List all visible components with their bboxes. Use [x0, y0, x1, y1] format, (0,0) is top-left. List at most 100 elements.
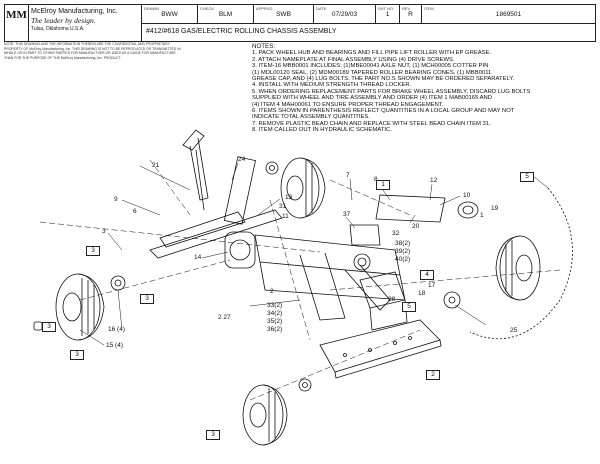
check-cell: CHECK BLM	[197, 5, 253, 23]
callout-7: 7	[346, 172, 350, 179]
note-box-3: 3	[140, 294, 154, 304]
callout-33: 33(2)	[267, 302, 283, 309]
note-line: 2. ATTACH NAMEPLATE AT FINAL ASSEMBLY US…	[252, 56, 455, 63]
callout-17: 17	[428, 282, 436, 289]
note-line: (1) MDL00120 SEAL, (2) MDM00189 TAPERED …	[252, 69, 492, 76]
note-line: SUPPLIED WITH WHEEL AND TIRE ASSEMBLY AN…	[252, 95, 493, 102]
drawing-title: #412/#618 GAS/ELECTRIC ROLLING CHASSIS A…	[141, 23, 595, 41]
fine-line: WHOLE OR IN PART TO OTHER PARTIES FOR MA…	[4, 51, 176, 56]
center-lines	[39, 159, 561, 401]
callout-20: 20	[412, 223, 420, 230]
callout-12: 12	[430, 177, 438, 184]
wheel-front-right	[242, 384, 288, 446]
company-name: McElroy Manufacturing, Inc.	[31, 8, 118, 15]
sheet-value: 1	[385, 11, 390, 18]
note-box-3: 3	[86, 246, 100, 256]
date-label: DATE	[316, 6, 327, 11]
title-block: MM McElroy Manufacturing, Inc. The leade…	[4, 4, 596, 42]
confidentiality-notice: NOTE: THIS DRAWING AND THE INFORMATION T…	[4, 42, 254, 60]
company-info: McElroy Manufacturing, Inc. The leader b…	[31, 7, 141, 34]
note-line: 1. PACK WHEEL HUB AND BEARINGS AND FILL …	[252, 50, 492, 57]
callout-2-27: 2 27	[218, 314, 231, 321]
chassis-frame	[224, 231, 406, 321]
callout-18: 18	[418, 290, 426, 297]
note-line: 4. INSTALL WITH MEDIUM STRENGTH THREAD L…	[252, 82, 412, 89]
wheel-rear-left	[280, 157, 326, 219]
note-line: 8. ITEM CALLED OUT IN HYDRAULIC SCHEMATI…	[252, 127, 392, 134]
gearbox	[359, 271, 408, 331]
callout-15: 15 (4)	[106, 342, 123, 349]
note-line: INDICATE TOTAL ASSEMBLY QUANTITIES.	[252, 114, 370, 121]
drawn-label: DRAWN	[144, 6, 159, 11]
rev-cell: REV R	[399, 5, 421, 23]
base-plate	[319, 319, 442, 379]
note-box-5: 5	[520, 172, 534, 182]
note-line: GREASE CAP, AND (4) LUG BOLTS. THE PART …	[252, 76, 515, 83]
callout-24: 24	[238, 156, 246, 163]
drawn-cell: DRAWN BWW	[141, 5, 197, 23]
callout-6: 6	[133, 208, 137, 215]
callout-37: 37	[343, 211, 351, 218]
note-box-4: 4	[420, 270, 434, 280]
fine-line: THAN FOR THE PURPOSE OF THE McElroy Manu…	[4, 55, 122, 60]
wheel-rear-right	[495, 235, 541, 301]
fine-line: PROPERTY OF McElroy Manufacturing, Inc. …	[4, 46, 181, 51]
rev-label: REV	[402, 6, 411, 11]
note-line: 3. ITEM-16 MBB0001 INCLUDES: (1)MBE00041…	[252, 63, 489, 70]
note-box-3: 3	[70, 350, 84, 360]
note-box-2: 2	[426, 370, 440, 380]
note-line: 7. REMOVE PLASTIC BEAD CHAIN AND REPLACE…	[252, 120, 491, 127]
callout-14: 14	[194, 254, 202, 261]
frame-rail	[149, 156, 283, 259]
item-value: 1869501	[495, 11, 522, 18]
callout-39: 39(2)	[395, 248, 411, 255]
fine-line: NOTE: THIS DRAWING AND THE INFORMATION T…	[4, 42, 170, 46]
callout-10: 10	[463, 192, 471, 199]
bead-chain	[469, 187, 573, 340]
date-value: 07/29/03	[331, 11, 358, 18]
company-tagline: The leader by design.	[31, 16, 96, 25]
drawn-value: BWW	[161, 11, 178, 18]
company-logo: MM	[5, 5, 29, 41]
company-location: Tulsa, Oklahoma U.S.A.	[31, 26, 85, 32]
callout-38: 38(2)	[395, 240, 411, 247]
callout-2: 2	[270, 288, 274, 295]
callout-21: 21	[152, 162, 160, 169]
note-box-3: 3	[42, 322, 56, 332]
callout-11: 11	[282, 213, 289, 220]
callout-16: 16 (4)	[108, 326, 125, 333]
wheel-front-left	[55, 273, 105, 341]
callout-28: 28	[388, 296, 396, 303]
note-line: 6. ITEMS SHOWN IN PARENTHESIS REFLECT QU…	[252, 108, 515, 115]
callout-13: 13	[285, 194, 293, 201]
callout-8: 8	[374, 176, 378, 183]
callout-19: 19	[491, 205, 499, 212]
check-label: CHECK	[200, 6, 215, 11]
callout-3: 3	[102, 228, 106, 235]
callout-9: 9	[114, 196, 118, 203]
note-box-5: 5	[402, 302, 416, 312]
callout-34: 34(2)	[267, 310, 283, 317]
note-box-3: 3	[206, 430, 220, 440]
apprvd-label: APPRVD	[256, 6, 273, 11]
callout-36: 36(2)	[267, 326, 283, 333]
callout-31: 31	[279, 203, 287, 210]
apprvd-value: SWB	[276, 11, 291, 18]
notes-block: NOTES: 1. PACK WHEEL HUB AND BEARINGS AN…	[252, 43, 592, 134]
wheel-hubs	[33, 161, 461, 392]
note-box-1: 1	[376, 180, 390, 190]
sheet-label: SHT NO.	[378, 6, 395, 11]
callout-32: 32	[392, 230, 400, 237]
valve-assembly	[349, 224, 381, 271]
item-label: ITEM	[424, 6, 434, 11]
note-line: 5. WHEN ORDERING REPLACEMENT PARTS FOR B…	[252, 88, 531, 95]
note-line: (4) ITEM 4 MAH00061 TO ENSURE PROPER THR…	[252, 101, 444, 108]
callout-1: 1	[480, 212, 484, 219]
roller-bracket	[375, 194, 479, 223]
callout-35: 35(2)	[267, 318, 283, 325]
check-value: BLM	[218, 11, 233, 18]
notes-title: NOTES:	[252, 43, 276, 50]
leader-lines	[79, 162, 549, 346]
